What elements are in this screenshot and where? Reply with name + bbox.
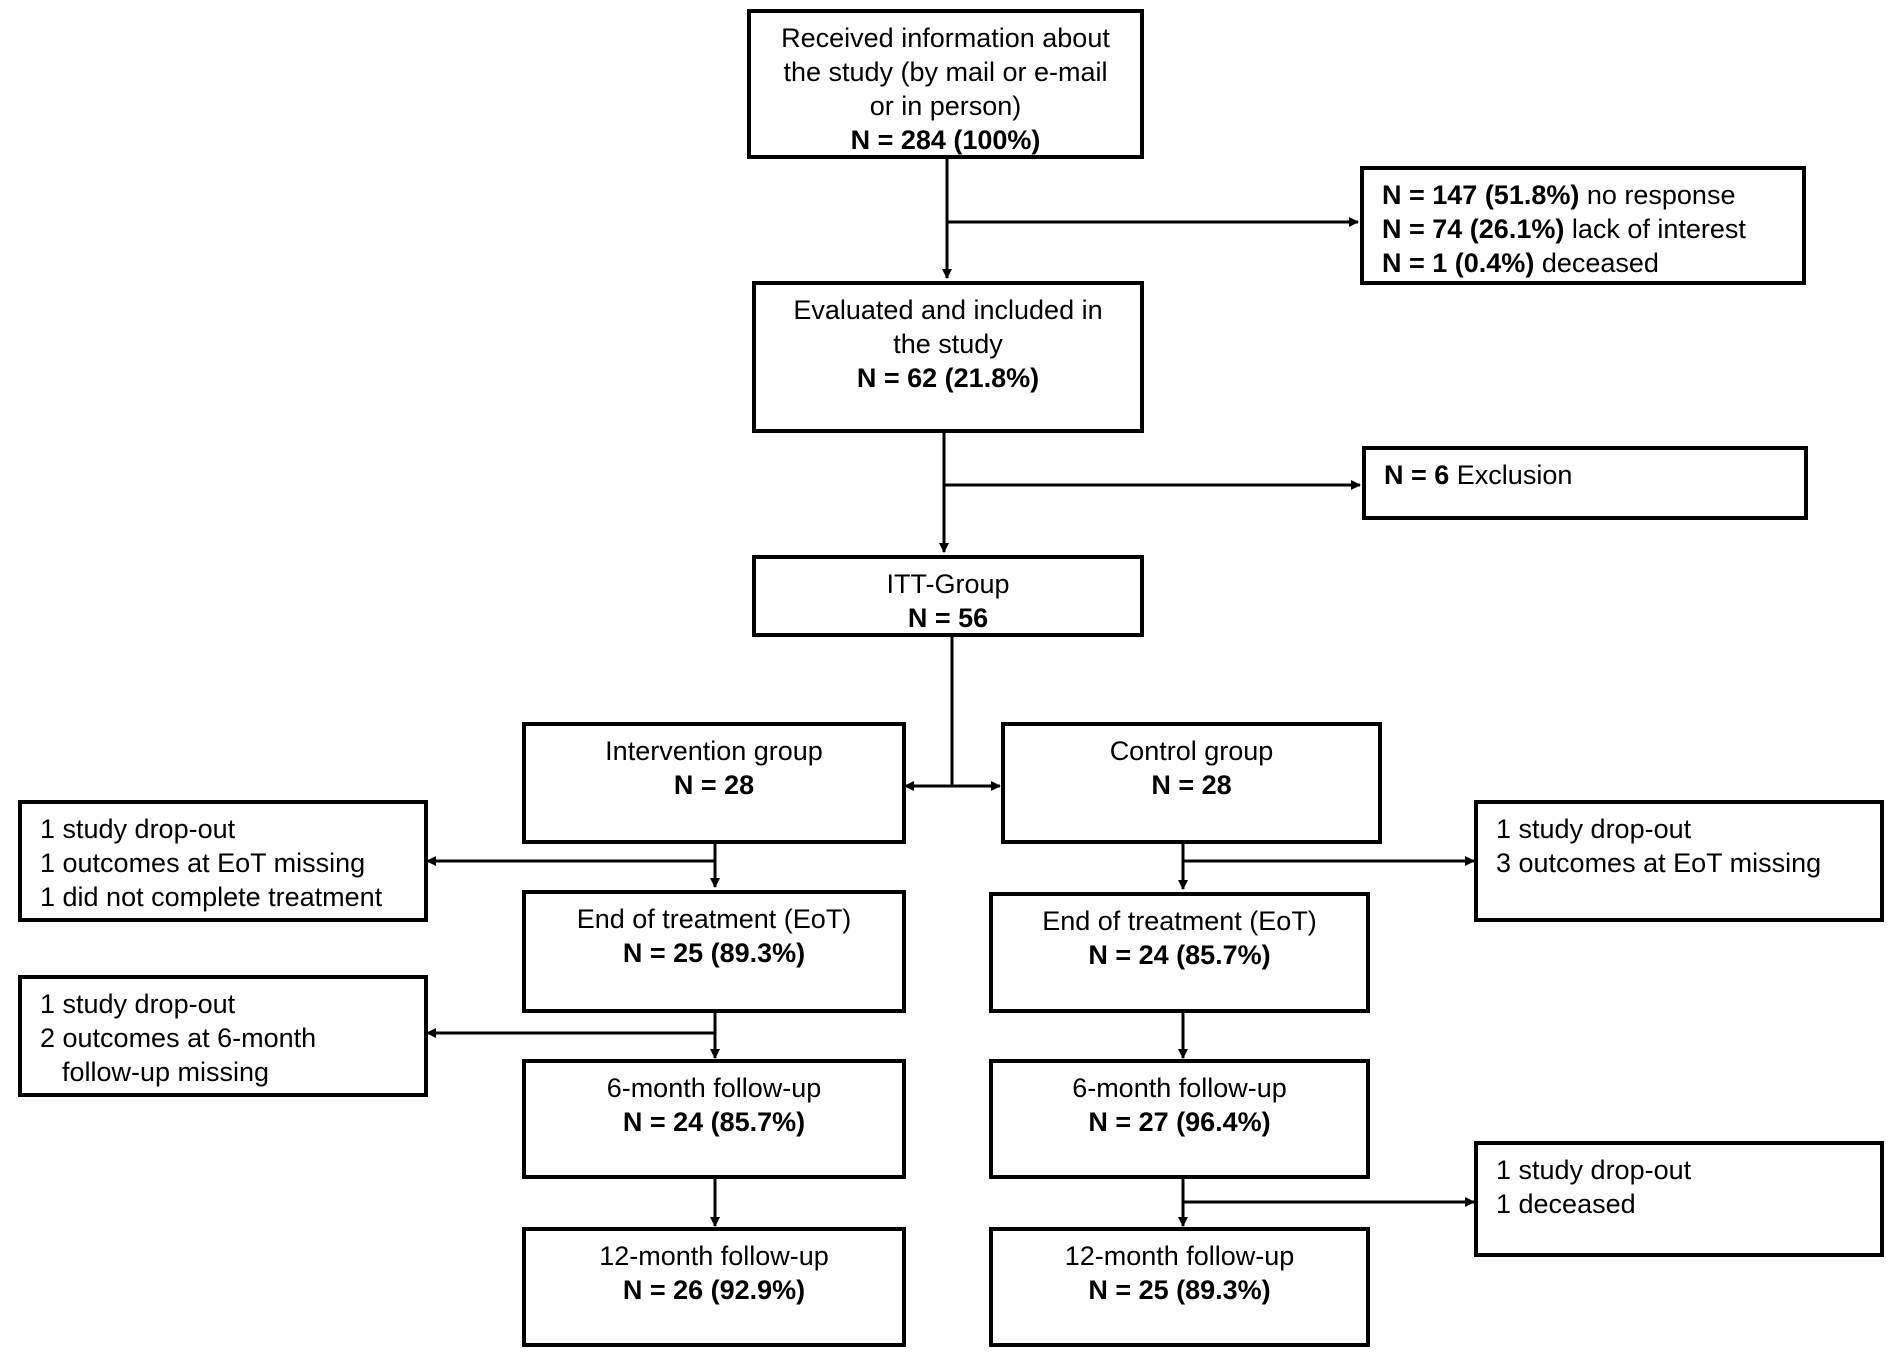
received-line2: the study (by mail or e-mail xyxy=(783,57,1108,87)
nonresponse-reason-2: lack of interest xyxy=(1564,214,1746,244)
control-dropout-12m-line2: 1 deceased xyxy=(1496,1189,1636,1219)
intervention-group-label: Intervention group xyxy=(605,736,823,766)
control-dropout-12m-box: 1 study drop-out 1 deceased xyxy=(1474,1141,1884,1257)
control-group-count: N = 28 xyxy=(1151,770,1232,800)
intervention-dropout-eot-line2: 1 outcomes at EoT missing xyxy=(40,848,366,878)
intervention-dropout-6m-line2: 2 outcomes at 6-month xyxy=(40,1023,317,1053)
control-dropout-eot-box: 1 study drop-out 3 outcomes at EoT missi… xyxy=(1474,800,1884,922)
nonresponse-count-1: N = 147 (51.8%) xyxy=(1382,180,1580,210)
intervention-fu6-box: 6-month follow-up N = 24 (85.7%) xyxy=(522,1059,906,1179)
intervention-dropout-eot-line3: 1 did not complete treatment xyxy=(40,882,383,912)
control-eot-label: End of treatment (EoT) xyxy=(1042,906,1317,936)
exclusion-box: N = 6 Exclusion xyxy=(1362,446,1808,520)
control-fu6-count: N = 27 (96.4%) xyxy=(1088,1107,1271,1137)
nonresponse-reason-1: no response xyxy=(1579,180,1736,210)
evaluated-box: Evaluated and included in the study N = … xyxy=(752,281,1144,433)
intervention-eot-box: End of treatment (EoT) N = 25 (89.3%) xyxy=(522,890,906,1013)
nonresponse-box: N = 147 (51.8%) no response N = 74 (26.1… xyxy=(1360,166,1806,285)
itt-count: N = 56 xyxy=(907,603,989,633)
evaluated-count: N = 62 (21.8%) xyxy=(856,363,1040,393)
intervention-dropout-6m-line1: 1 study drop-out xyxy=(40,989,236,1019)
intervention-fu12-box: 12-month follow-up N = 26 (92.9%) xyxy=(522,1227,906,1347)
intervention-fu12-label: 12-month follow-up xyxy=(599,1241,829,1271)
intervention-fu6-count: N = 24 (85.7%) xyxy=(622,1107,806,1137)
intervention-dropout-eot-line1: 1 study drop-out xyxy=(40,814,236,844)
itt-label: ITT-Group xyxy=(886,569,1010,599)
exclusion-label: Exclusion xyxy=(1449,460,1573,490)
nonresponse-count-3: N = 1 (0.4%) xyxy=(1382,248,1535,278)
control-dropout-eot-line2: 3 outcomes at EoT missing xyxy=(1496,848,1822,878)
control-dropout-12m-line1: 1 study drop-out xyxy=(1496,1155,1692,1185)
control-fu6-box: 6-month follow-up N = 27 (96.4%) xyxy=(989,1059,1370,1179)
control-fu6-label: 6-month follow-up xyxy=(1072,1073,1287,1103)
intervention-dropout-6m-line3: follow-up missing xyxy=(62,1057,270,1087)
control-fu12-label: 12-month follow-up xyxy=(1064,1241,1295,1271)
evaluated-line1: Evaluated and included in xyxy=(793,295,1103,325)
intervention-fu12-count: N = 26 (92.9%) xyxy=(622,1275,806,1305)
control-fu12-box: 12-month follow-up N = 25 (89.3%) xyxy=(989,1227,1370,1347)
received-box: Received information about the study (by… xyxy=(747,9,1144,159)
nonresponse-row-1: N = 147 (51.8%) no response xyxy=(1382,178,1788,212)
control-dropout-eot-line1: 1 study drop-out xyxy=(1496,814,1692,844)
intervention-eot-label: End of treatment (EoT) xyxy=(576,904,852,934)
received-count: N = 284 (100%) xyxy=(850,125,1041,155)
evaluated-line2: the study xyxy=(893,329,1003,359)
control-group-label: Control group xyxy=(1109,736,1274,766)
intervention-fu6-label: 6-month follow-up xyxy=(606,1073,822,1103)
control-group-box: Control group N = 28 xyxy=(1001,722,1382,844)
intervention-group-count: N = 28 xyxy=(673,770,755,800)
intervention-eot-count: N = 25 (89.3%) xyxy=(622,938,806,968)
exclusion-count: N = 6 xyxy=(1384,460,1450,490)
received-line3: or in person) xyxy=(869,91,1022,121)
control-eot-count: N = 24 (85.7%) xyxy=(1088,940,1271,970)
nonresponse-reason-3: deceased xyxy=(1534,248,1659,278)
nonresponse-row-3: N = 1 (0.4%) deceased xyxy=(1382,246,1788,280)
nonresponse-row-2: N = 74 (26.1%) lack of interest xyxy=(1382,212,1788,246)
control-fu12-count: N = 25 (89.3%) xyxy=(1088,1275,1271,1305)
received-line1: Received information about xyxy=(781,23,1110,53)
intervention-dropout-6m-box: 1 study drop-out 2 outcomes at 6-month f… xyxy=(18,975,428,1097)
intervention-dropout-eot-box: 1 study drop-out 1 outcomes at EoT missi… xyxy=(18,800,428,922)
intervention-group-box: Intervention group N = 28 xyxy=(522,722,906,844)
itt-box: ITT-Group N = 56 xyxy=(752,555,1144,637)
nonresponse-count-2: N = 74 (26.1%) xyxy=(1382,214,1565,244)
control-eot-box: End of treatment (EoT) N = 24 (85.7%) xyxy=(989,892,1370,1013)
exclusion-row: N = 6 Exclusion xyxy=(1384,458,1790,492)
